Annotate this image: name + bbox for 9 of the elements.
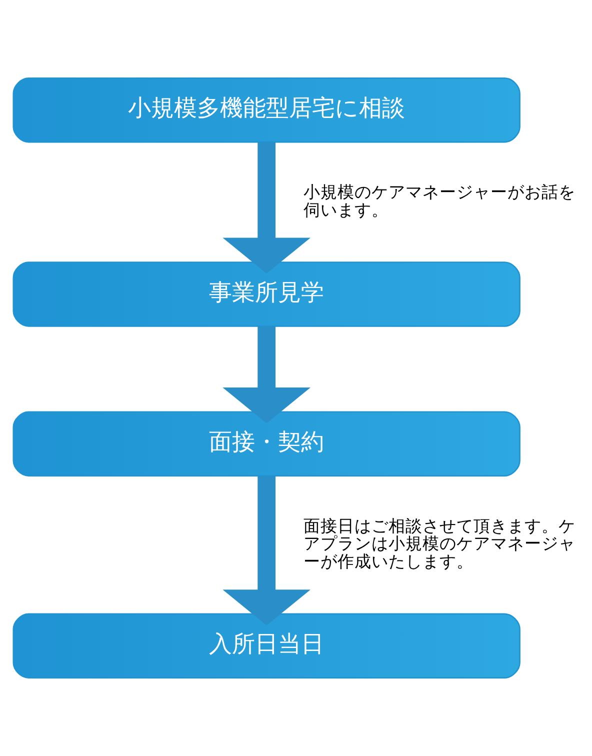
edge-label: 面接日はご相談させて頂きます。ケアプランは小規模のケアマネージャーが作成いたします。 [304, 516, 576, 572]
arrow [222, 326, 311, 424]
edge-label: 小規模のケアマネージャーがお話を伺います。 [304, 182, 576, 220]
node-box: 面接・契約 [12, 411, 520, 476]
node-box: 入所日当日 [12, 613, 520, 679]
arrow [222, 142, 310, 274]
arrow [222, 476, 311, 626]
node-box: 事業所見学 [12, 262, 520, 327]
node-box: 小規模多機能型居宅に相談 [12, 77, 520, 143]
